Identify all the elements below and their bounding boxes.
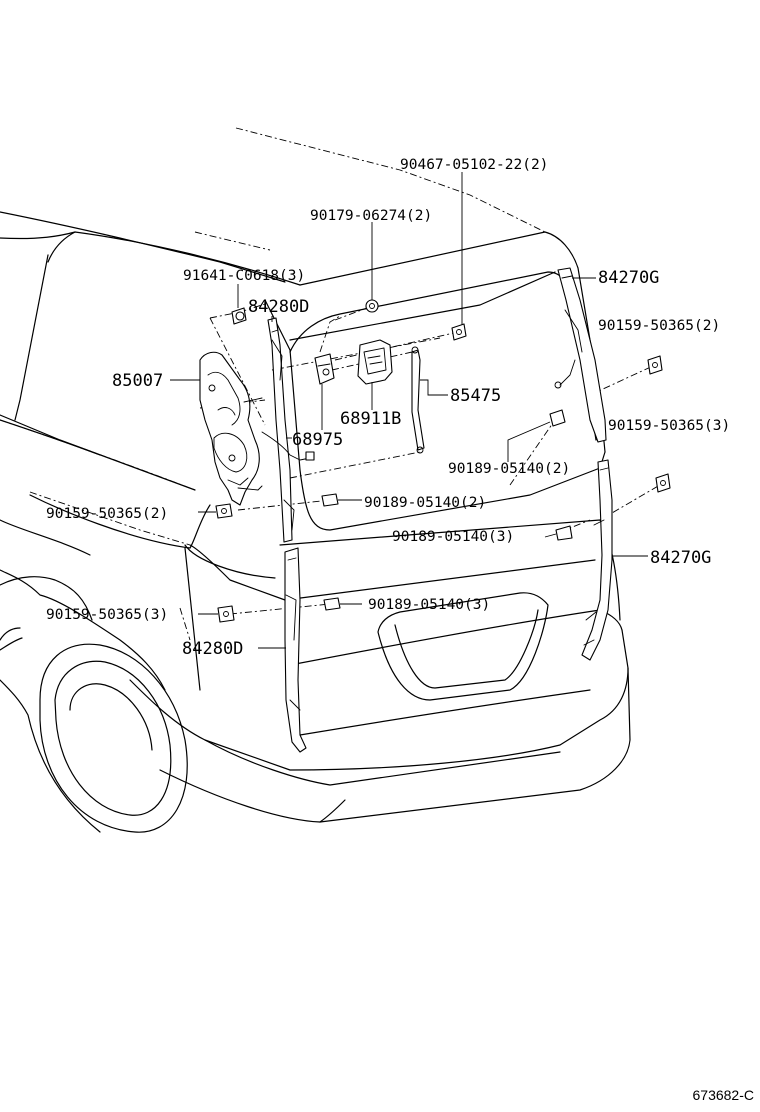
callout-labels: 90467-05102-22(2) 90179-06274(2) 91641-C… xyxy=(46,157,730,659)
parts xyxy=(199,267,671,753)
callout-85007: 85007 xyxy=(112,371,163,391)
callout-90179-06274: 90179-06274(2) xyxy=(310,208,432,224)
callout-90159-50365-left-2: 90159-50365(2) xyxy=(46,506,168,522)
callout-90189-05140-center-3: 90189-05140(3) xyxy=(368,597,490,613)
callout-90189-05140-right-2: 90189-05140(2) xyxy=(448,461,570,477)
callout-68911b: 68911B xyxy=(340,409,401,429)
wire-harness-left xyxy=(261,431,311,461)
callout-91641-c0618: 91641-C0618(3) xyxy=(183,268,305,284)
diagram-reference-id: 673682-C xyxy=(693,1087,755,1103)
connecting-rod-85475 xyxy=(411,346,425,454)
wire-connector xyxy=(305,451,315,461)
fasteners xyxy=(215,299,671,623)
callout-84270g-bottom: 84270G xyxy=(650,548,711,568)
callout-90159-50365-right-2: 90159-50365(2) xyxy=(598,318,720,334)
back-door-lock-85007 xyxy=(199,351,263,506)
part-68975 xyxy=(314,353,335,385)
callout-84270g-top: 84270G xyxy=(598,268,659,288)
callout-84280d-top: 84280D xyxy=(248,297,309,317)
callout-84280d-bottom: 84280D xyxy=(182,639,243,659)
callout-85475: 85475 xyxy=(450,386,501,406)
callout-90189-05140-center-2: 90189-05140(2) xyxy=(364,495,486,511)
weatherstrip-84270g-top xyxy=(554,267,607,443)
weatherstrip-84270g-bottom xyxy=(581,459,613,661)
callout-leaders xyxy=(170,172,648,649)
callout-90189-05140-right-3: 90189-05140(3) xyxy=(392,529,514,545)
callout-90159-50365-right-3: 90159-50365(3) xyxy=(608,418,730,434)
bracket-68911b xyxy=(357,339,393,385)
weatherstrip-84280d-bottom xyxy=(284,547,307,753)
callout-90467-05102-22: 90467-05102-22(2) xyxy=(400,157,548,173)
callout-90159-50365-left-3: 90159-50365(3) xyxy=(46,607,168,623)
callout-68975: 68975 xyxy=(292,430,343,450)
weatherstrip-84280d-top xyxy=(267,317,295,543)
vehicle-body-outline xyxy=(0,127,631,833)
